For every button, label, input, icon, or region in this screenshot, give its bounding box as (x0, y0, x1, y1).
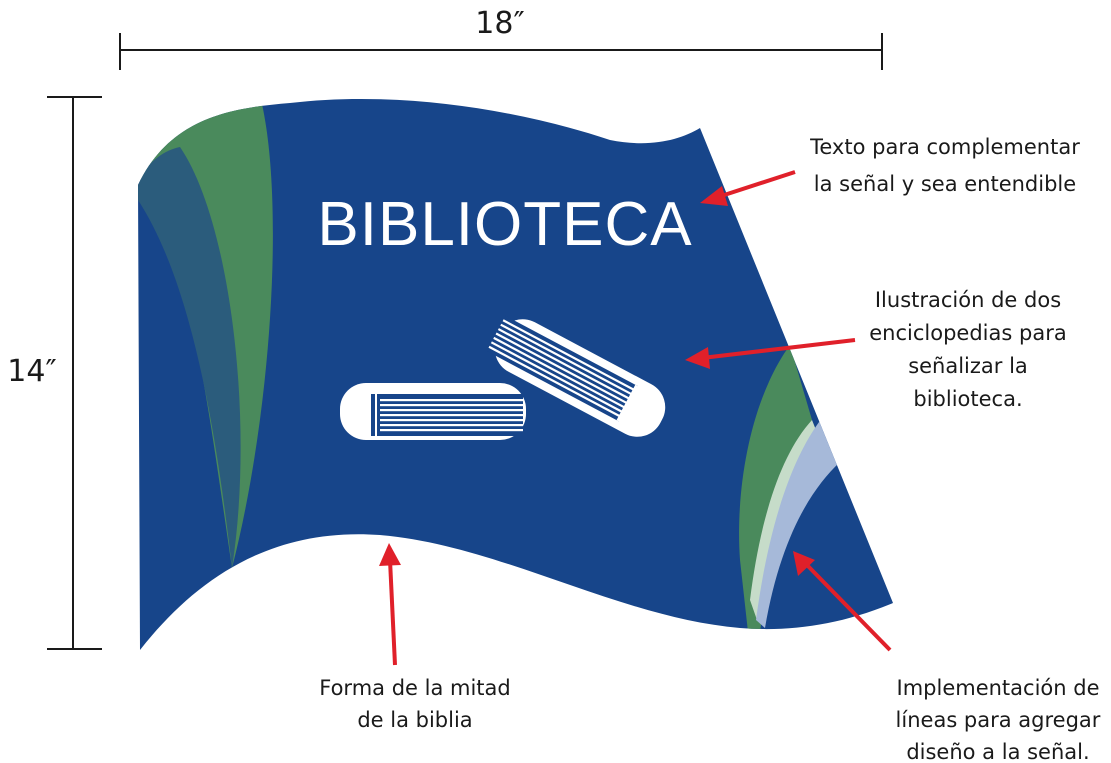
annotation-line: Implementación de (897, 676, 1100, 700)
width-dimension: 18″ (119, 6, 883, 70)
arrow-text (700, 170, 796, 206)
annotation-text: Texto para complementar la señal y sea e… (809, 135, 1080, 196)
book-tilted-icon (486, 315, 666, 437)
annotation-shape: Forma de la mitad de la biblia (319, 676, 510, 732)
height-label: 14″ (7, 354, 56, 389)
annotation-arrows (379, 170, 892, 666)
two-encyclopedias-icon (340, 315, 666, 440)
arrow-lines (793, 551, 892, 652)
height-dimension: 14″ (7, 96, 102, 650)
annotation-line: Texto para complementar (809, 135, 1080, 159)
width-label: 18″ (475, 6, 524, 41)
annotation-line: Ilustración de dos (875, 288, 1061, 312)
annotation-line: de la biblia (357, 708, 472, 732)
annotation-lines: Implementación de líneas para agregar di… (896, 676, 1101, 763)
annotation-line: Forma de la mitad (319, 676, 510, 700)
annotation-line: enciclopedias para (869, 321, 1066, 345)
annotation-line: biblioteca. (913, 387, 1022, 411)
arrow-shape (379, 543, 401, 666)
left-shade-curve (138, 147, 241, 568)
sign-title: BIBLIOTECA (317, 190, 692, 259)
annotation-line: señalizar la (908, 354, 1028, 378)
annotation-line: líneas para agregar (896, 708, 1101, 732)
library-sign: BIBLIOTECA (138, 98, 893, 650)
annotation-line: la señal y sea entendible (814, 172, 1076, 196)
book-horizontal-icon (340, 383, 526, 440)
arrow-illustration (685, 338, 856, 369)
annotation-illustration: Ilustración de dos enciclopedias para se… (869, 288, 1066, 411)
annotation-line: diseño a la señal. (906, 740, 1089, 763)
right-light-blue-curve (756, 418, 840, 628)
